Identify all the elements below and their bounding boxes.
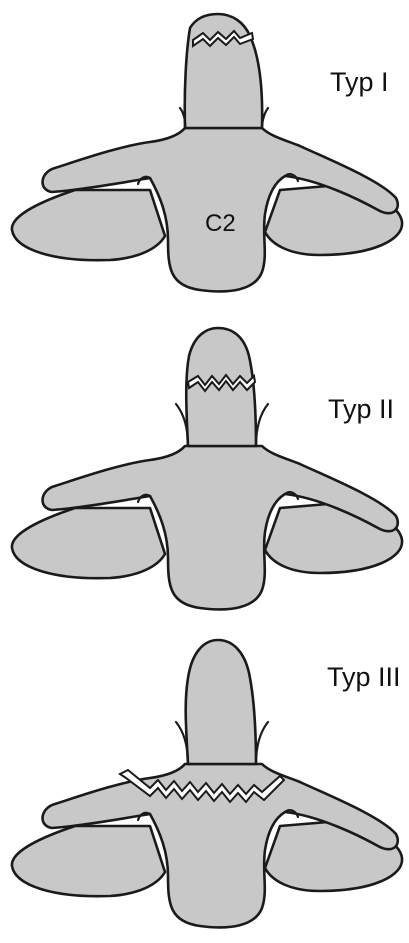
panel-typ-2: Typ II [12, 328, 402, 609]
dens [185, 14, 262, 128]
vertebra-label: C2 [205, 210, 236, 237]
panel-label: Typ II [328, 394, 394, 424]
panel-typ-3: Typ III [12, 640, 402, 927]
dens [186, 640, 256, 764]
panel-typ-1: Typ I C2 [12, 14, 402, 291]
vertebra-shape [12, 446, 402, 609]
panel-label: Typ III [327, 662, 401, 692]
panel-label: Typ I [330, 67, 389, 97]
